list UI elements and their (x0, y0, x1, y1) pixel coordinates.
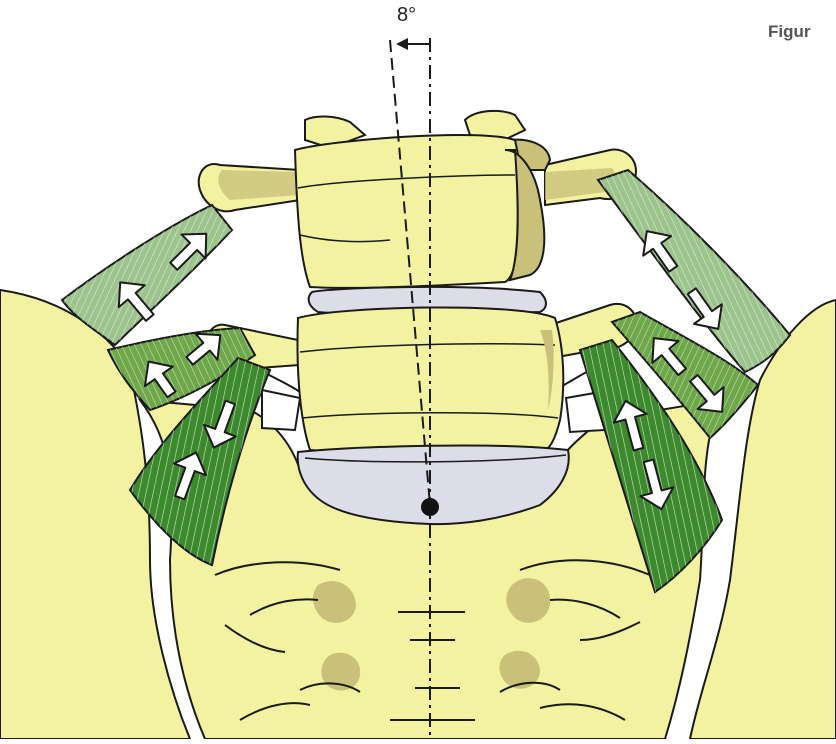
figure-label: Figur (768, 22, 811, 42)
left-iliolumbar-ligament-upper (62, 205, 232, 345)
angle-arrowhead (396, 38, 408, 50)
angle-label: 8° (397, 4, 416, 27)
l5-left-inferior-facet (262, 390, 300, 430)
pivot-point (421, 498, 439, 516)
l4-left-process-shade (218, 170, 300, 200)
